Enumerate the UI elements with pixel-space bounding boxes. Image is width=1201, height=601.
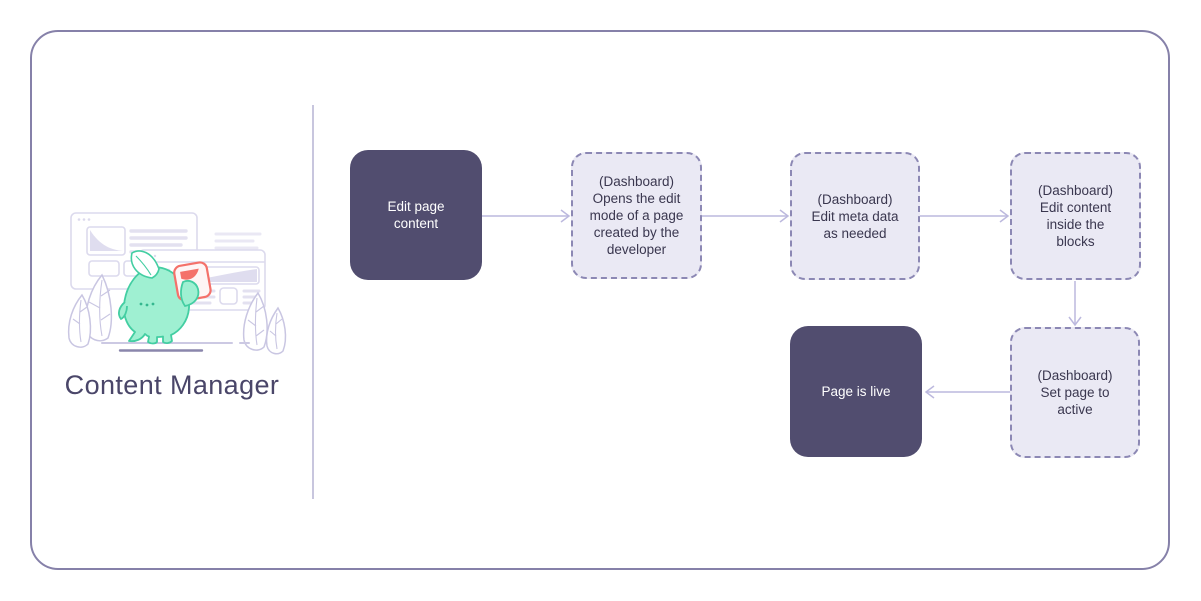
background-panel-lines xyxy=(214,232,262,250)
mascot-right-arm xyxy=(180,279,200,307)
flow-node-edit-meta-data: (Dashboard) Edit meta data as needed xyxy=(790,152,920,280)
flow-node-opens-edit-mode: (Dashboard) Opens the edit mode of a pag… xyxy=(571,152,702,279)
mascot-body xyxy=(122,266,190,345)
flow-node-label: Page is live xyxy=(821,384,891,399)
plant-left-icon xyxy=(67,273,113,348)
flow-node-label: (Dashboard) Edit meta data as needed xyxy=(811,191,899,241)
arrow-right-icon xyxy=(920,208,1010,224)
left-panel: Content Manager xyxy=(32,32,314,572)
content-manager-card: Content Manager Edit page content (Dashb… xyxy=(30,30,1170,570)
flow-node-edit-content-blocks: (Dashboard) Edit content inside the bloc… xyxy=(1010,152,1141,280)
flow-node-label: (Dashboard) Edit content inside the bloc… xyxy=(1037,183,1114,249)
arrow-right-icon xyxy=(702,208,790,224)
flow-node-label: (Dashboard) Opens the edit mode of a pag… xyxy=(589,174,684,257)
mascot-left-arm xyxy=(118,301,128,321)
plant-right-icon xyxy=(242,291,287,355)
mascot-icon xyxy=(118,250,212,345)
flow-node-label: Edit page content xyxy=(387,199,445,231)
mascot-face-dots xyxy=(139,302,155,307)
arrow-left-icon xyxy=(924,384,1010,400)
flow-node-set-page-active: (Dashboard) Set page to active xyxy=(1010,327,1140,458)
flow-node-edit-page-content: Edit page content xyxy=(350,150,482,280)
ground-lines xyxy=(101,342,250,352)
arrow-right-icon xyxy=(482,208,571,224)
arrow-down-icon xyxy=(1067,281,1083,327)
content-manager-illustration xyxy=(67,212,287,355)
vertical-divider xyxy=(312,105,314,499)
page-title: Content Manager xyxy=(64,370,280,400)
flow-node-label: (Dashboard) Set page to active xyxy=(1037,368,1113,417)
flow-node-page-is-live: Page is live xyxy=(790,326,922,457)
